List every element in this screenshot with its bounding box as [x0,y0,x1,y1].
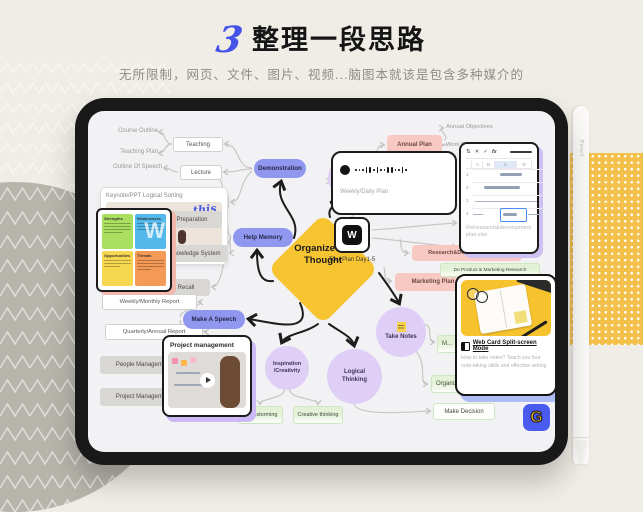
node-make-decision[interactable]: Make Decision [433,403,495,420]
node-tour-plan[interactable]: Tour Plan Day1-5 [328,257,376,263]
audio-caption: Weekly/Daily Plan [340,189,389,195]
web-card[interactable]: Web Card Split-screen Mode How to take n… [455,274,555,396]
play-icon[interactable] [199,372,215,388]
swap-icon[interactable]: ⇅ [466,149,471,155]
node-teaching-plan[interactable]: Teaching Plan [120,149,158,155]
sticky-note [513,310,528,325]
gantt-bar [500,173,522,176]
whiteboard-line [176,372,200,374]
col-a: A [472,161,484,169]
swot-strengths: Strengths [102,214,133,249]
sheet-rows: 1 2 3 4 [466,169,542,222]
col-c: C [494,161,518,169]
node-marketing-plan[interactable]: Marketing Plan [395,273,471,291]
sticky-chip [190,357,196,363]
web-card-body: How to take notes? Teach you four note-t… [461,355,547,369]
web-split-icon [461,341,470,351]
mindmap-canvas[interactable]: Course Outline Teaching Plan Teaching Ou… [88,111,555,452]
logo-glyph: G [530,408,543,426]
video-card-title: Project management [170,342,234,349]
sticky-chip [181,360,187,366]
node-help-memory[interactable]: Help Memory [233,228,293,247]
video-card[interactable]: Project management [162,335,252,417]
center-topic-label: Organize the Thought [294,243,352,267]
app-logo[interactable]: G [523,404,550,431]
video-thumbnail [168,352,246,408]
node-weekly-monthly-report[interactable]: Weekly/Monthly Report [102,294,197,310]
glasses-icon [476,291,488,303]
w-app-icon: W [342,225,362,245]
formula-bar-line [510,151,532,153]
node-lecture[interactable]: Lecture [180,165,222,180]
spreadsheet-card[interactable]: ⇅ ✕ ✓ fx A B C D 1 2 3 4 Retresearch&dev… [459,142,542,254]
node-logical-thinking[interactable]: Logical Thinking [327,349,382,404]
gantt-line [473,214,483,215]
pencil-seam [573,437,589,438]
title-text: 整理一段思路 [252,25,427,55]
close-icon[interactable]: ✕ [474,149,480,155]
page-subtitle: 无所限制，网页、文件、图片、视频...脑图本就该是包含多种媒介的 [119,68,524,82]
gantt-bar [484,186,520,189]
keynote-card-title: Keynote/PPT Logical Sorting [106,193,183,199]
sticky-chip [172,358,178,364]
person-figure [220,356,240,408]
swot-threats: Threats [135,251,166,286]
swot-opportunities: Opportunities [102,251,133,286]
waveform-icon [340,165,448,175]
formula-icon[interactable]: fx [491,149,497,155]
ipad-frame: Course Outline Teaching Plan Teaching Ou… [75,98,568,465]
node-teaching[interactable]: Teaching [173,137,223,152]
gantt-line [475,201,537,202]
sheet-header-row: A B C D [466,161,532,169]
swot-card[interactable]: Strengths Weaknesses W Opportunities Thr… [96,208,172,292]
node-product-research[interactable]: Do Product & Marketing Research [440,263,540,277]
node-outline-of-speech[interactable]: Outline Of Speech [112,164,162,170]
col-b: B [483,161,495,169]
title-number: 3 [213,19,246,61]
w-app-card[interactable]: W [334,217,370,253]
node-demonstration[interactable]: Demonstration [254,159,306,178]
col-d: D [517,161,532,169]
web-card-title: Web Card Split-screen Mode [472,340,537,352]
sheet-filename: Retresearch&development plan.xlsx [466,225,532,239]
node-make-a-speech[interactable]: Make A Speech [183,310,245,329]
pencil-label: Pencil [578,140,584,157]
person-figure [178,230,186,244]
node-knowledge-system[interactable]: Knowledge System [162,245,228,262]
web-card-image [461,280,551,336]
sheet-toolbar: ⇅ ✕ ✓ fx [466,149,532,159]
node-inspiration-creativity[interactable]: Inspiration /Creativity [265,346,309,390]
node-take-notes[interactable]: Take Notes [376,307,426,357]
node-annual-objectives[interactable]: Annual Objectives [446,124,493,130]
node-creative-thinking[interactable]: Creative thinking [293,406,343,424]
check-icon[interactable]: ✓ [483,149,488,155]
note-icon [396,322,406,333]
selected-cell[interactable] [500,208,527,222]
apple-pencil: Pencil [573,106,589,464]
node-course-outline[interactable]: Course Outline [117,128,158,134]
whiteboard-line [174,384,204,386]
gantt-line [528,214,541,215]
pencil-tip [574,440,588,464]
node-preparation[interactable]: Preparation [162,211,222,228]
audio-card[interactable]: Weekly/Daily Plan [331,151,457,215]
swot-weaknesses: Weaknesses W [135,214,166,249]
node-recall[interactable]: Recall [162,279,210,296]
node-annual-plan[interactable]: Annual Plan [387,135,442,155]
